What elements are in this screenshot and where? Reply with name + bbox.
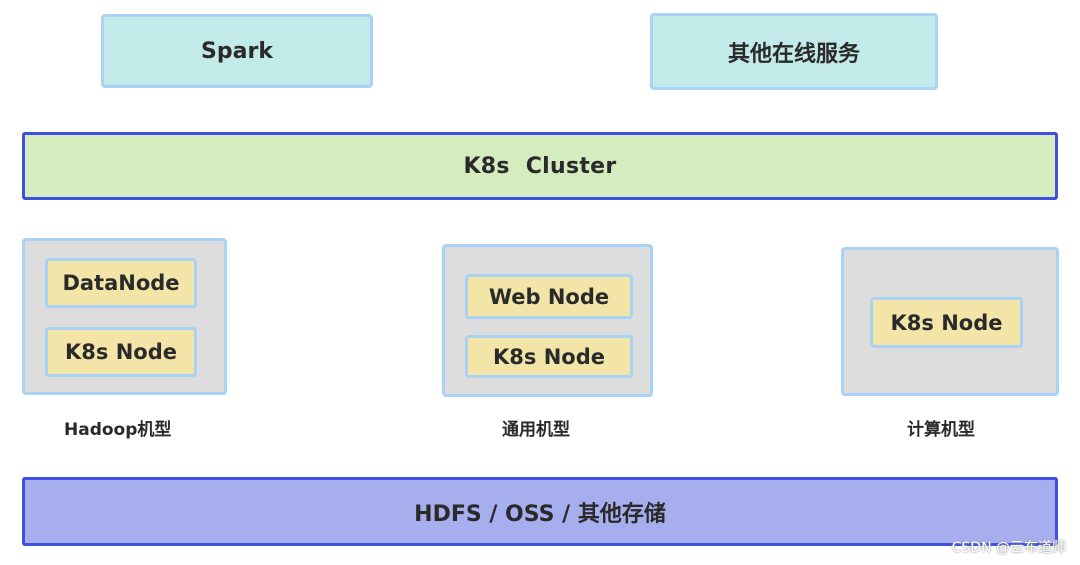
general-machine: Web Node K8s Node [442,244,653,397]
k8s-cluster-label: K8s Cluster [463,153,617,179]
csdn-watermark: CSDN @云布道师 [951,540,1066,556]
compute-machine: K8s Node [841,247,1059,396]
general-machine-label: 通用机型 [502,420,570,440]
compute-k8s-node: K8s Node [870,297,1023,348]
general-k8s-node: K8s Node [465,335,633,378]
spark-label: Spark [201,38,273,64]
compute-machine-label: 计算机型 [907,420,975,440]
spark-box: Spark [101,14,373,88]
storage-bar: HDFS / OSS / 其他存储 [22,477,1058,546]
web-node: Web Node [465,274,633,319]
other-online-services-box: 其他在线服务 [650,13,938,90]
web-node-label: Web Node [488,284,610,309]
other-online-services-label: 其他在线服务 [727,41,860,67]
storage-label: HDFS / OSS / 其他存储 [414,501,666,527]
datanode-node: DataNode [45,258,197,308]
hadoop-k8s-node: K8s Node [45,327,197,377]
hadoop-machine: DataNode K8s Node [22,238,227,395]
datanode-label: DataNode [62,271,180,295]
compute-k8s-node-label: K8s Node [890,310,1003,335]
k8s-cluster-bar: K8s Cluster [22,132,1058,200]
hadoop-k8s-node-label: K8s Node [65,340,177,364]
general-k8s-node-label: K8s Node [493,344,605,369]
hadoop-machine-label: Hadoop机型 [64,420,172,440]
